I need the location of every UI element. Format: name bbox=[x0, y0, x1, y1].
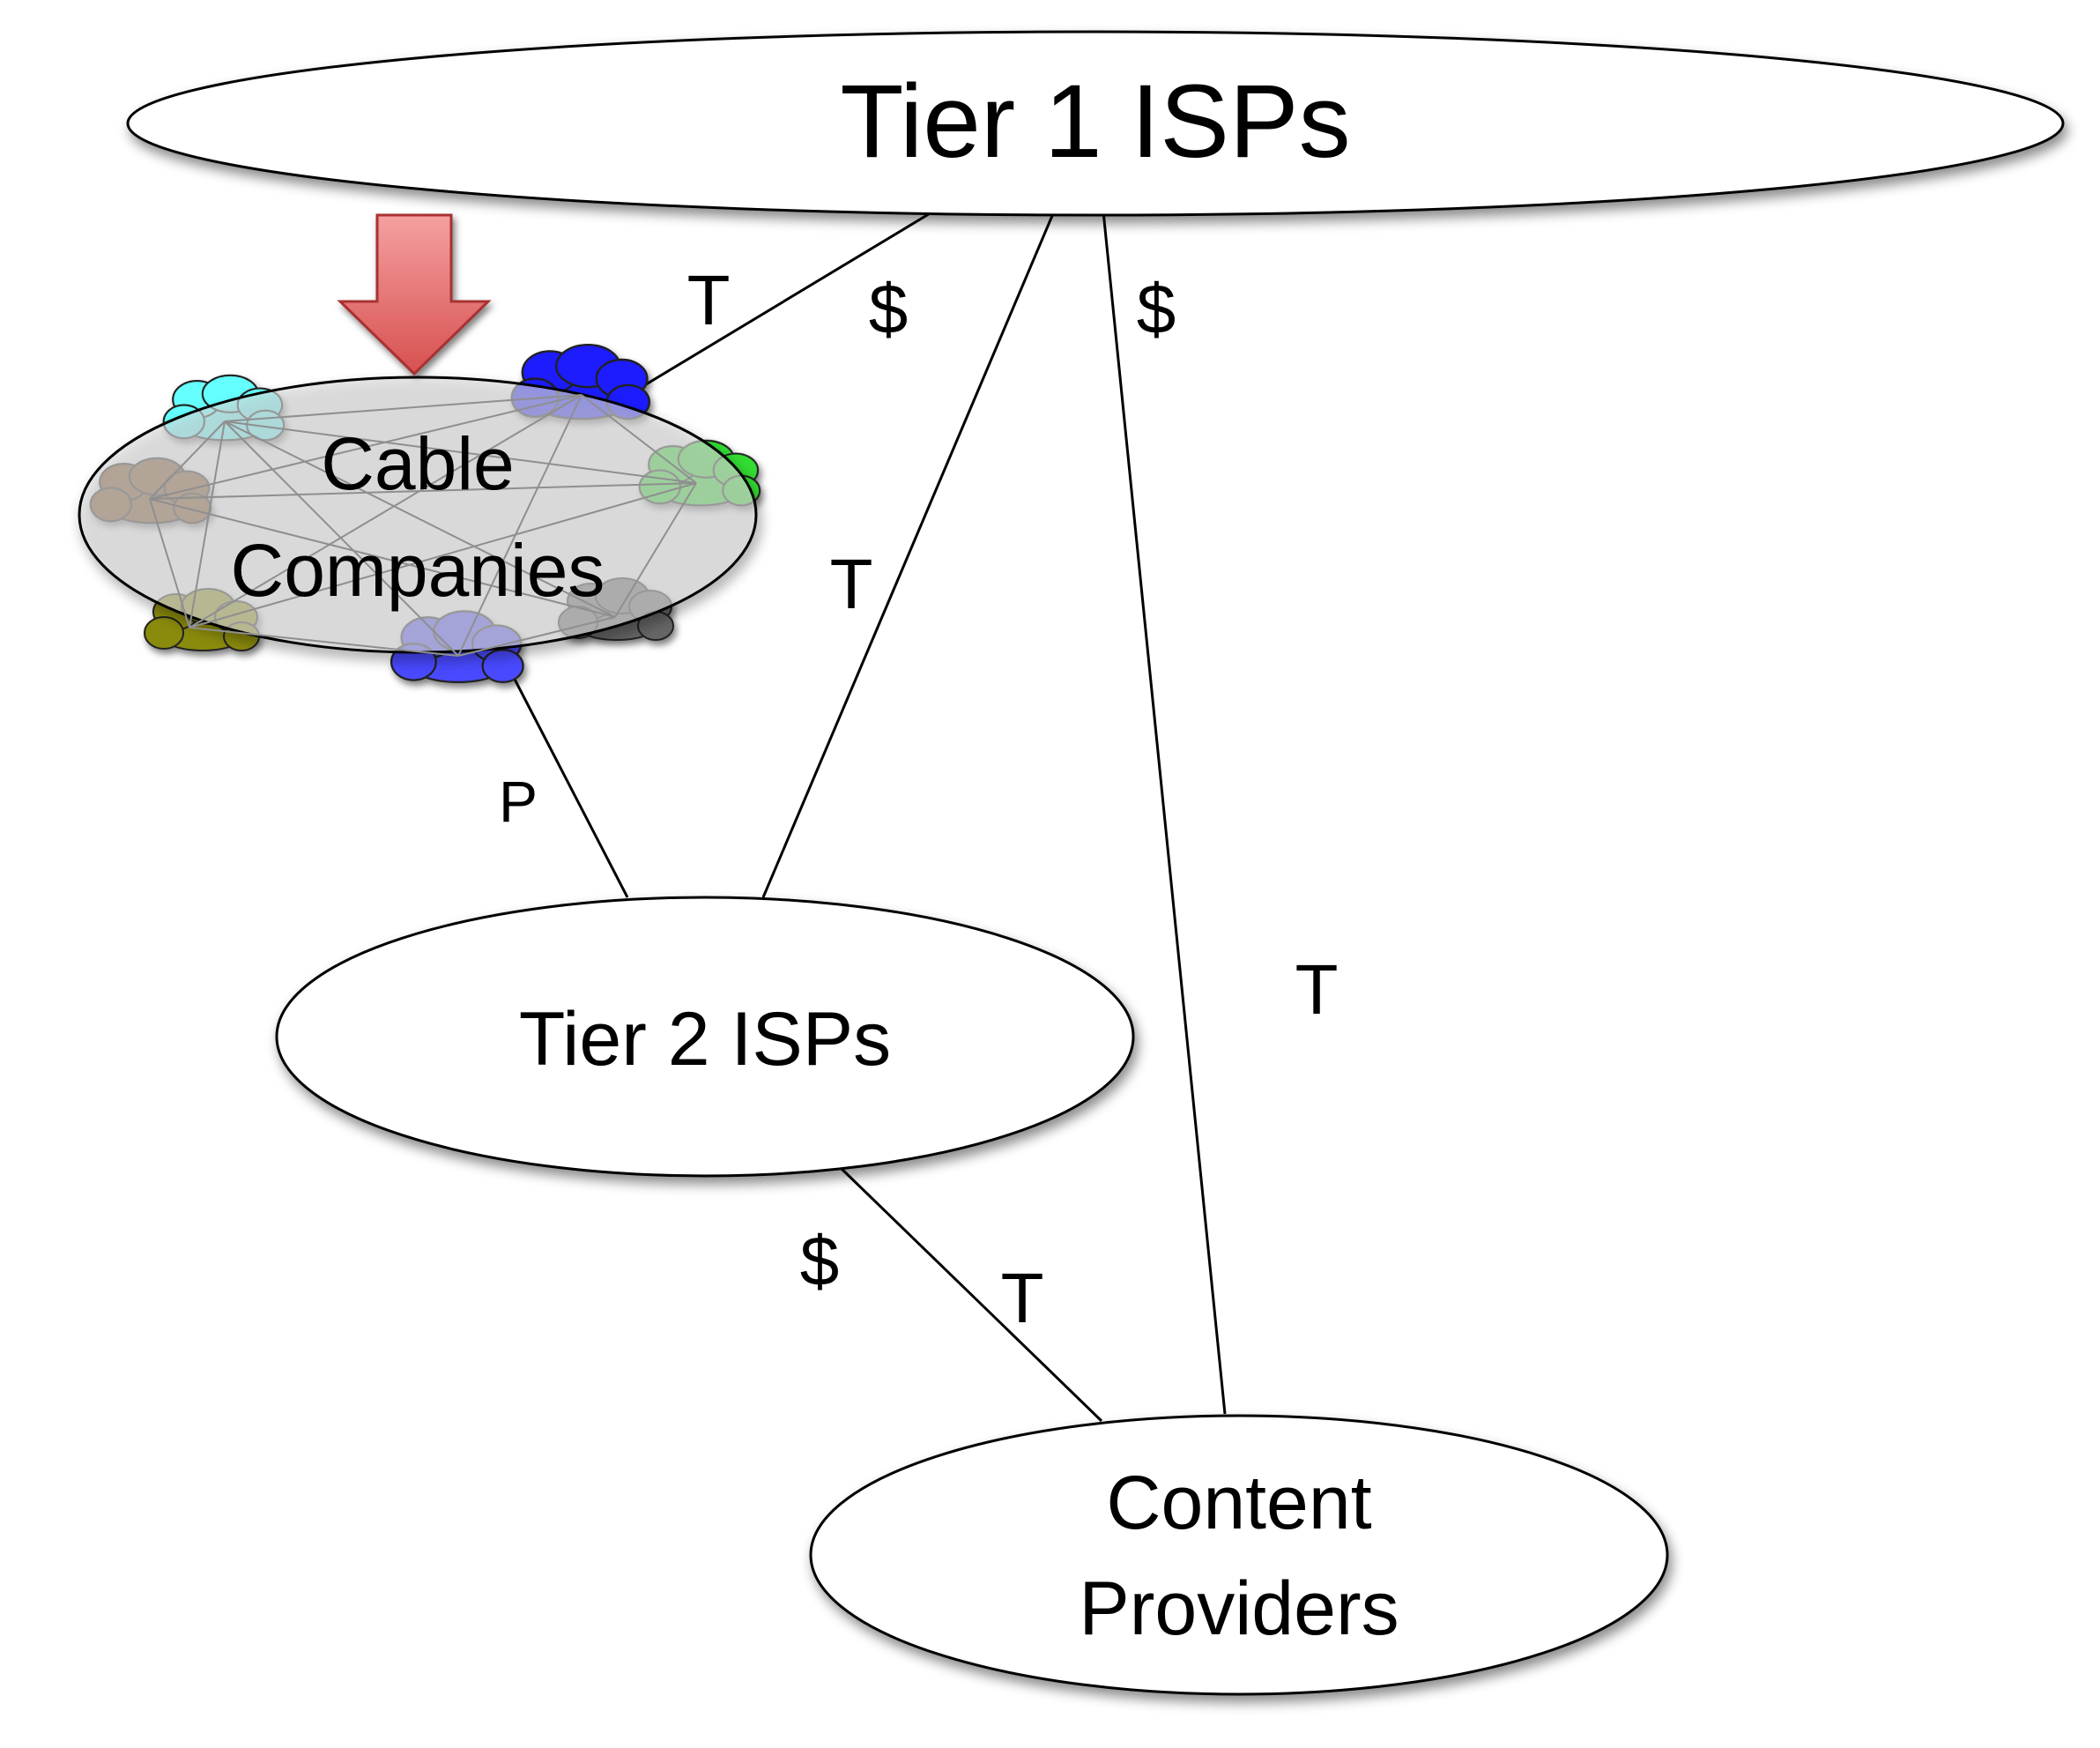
content-label-line1: Content bbox=[1106, 1461, 1371, 1545]
cable-label-line2: Companies bbox=[231, 529, 605, 612]
edge-label-tier1-content-dollar: $ bbox=[1137, 270, 1176, 348]
edge-labels: T $ T $ T P $ T bbox=[499, 261, 1338, 1337]
down-arrow-icon bbox=[337, 213, 492, 376]
edge-cable-tier2 bbox=[493, 641, 629, 898]
edge-tier1-tier2 bbox=[761, 211, 1056, 898]
edge-label-tier2-content-t: T bbox=[1001, 1259, 1044, 1337]
edge-label-tier1-cable-t: T bbox=[687, 261, 731, 339]
cable-mesh bbox=[149, 394, 697, 657]
edge-tier2-content bbox=[839, 1166, 1103, 1423]
cable-companies-node: Cable Companies bbox=[78, 344, 761, 684]
edge-label-tier2-content-dollar: $ bbox=[800, 1222, 840, 1300]
tier1-ellipse bbox=[126, 30, 2065, 217]
tier2-label: Tier 2 ISPs bbox=[519, 997, 891, 1082]
edge-label-tier1-content-t: T bbox=[1295, 950, 1339, 1029]
tier2-node: Tier 2 ISPs bbox=[275, 896, 1135, 1178]
content-label-line2: Providers bbox=[1079, 1566, 1399, 1651]
edge-label-tier1-tier2-t: T bbox=[830, 545, 873, 623]
edge-tier1-cable bbox=[616, 208, 937, 404]
content-providers-node: Content Providers bbox=[809, 1414, 1669, 1696]
edge-label-cable-tier2-p: P bbox=[499, 769, 538, 834]
tier1-node: Tier 1 ISPs bbox=[126, 30, 2065, 217]
edge-tier1-content bbox=[1102, 211, 1227, 1415]
edges bbox=[493, 208, 1227, 1423]
tier1-label: Tier 1 ISPs bbox=[840, 63, 1350, 180]
edge-label-tier1-cable-dollar: $ bbox=[869, 270, 909, 348]
content-ellipse bbox=[809, 1414, 1669, 1696]
tier2-ellipse bbox=[275, 896, 1135, 1178]
cable-label-line1: Cable bbox=[321, 422, 514, 505]
